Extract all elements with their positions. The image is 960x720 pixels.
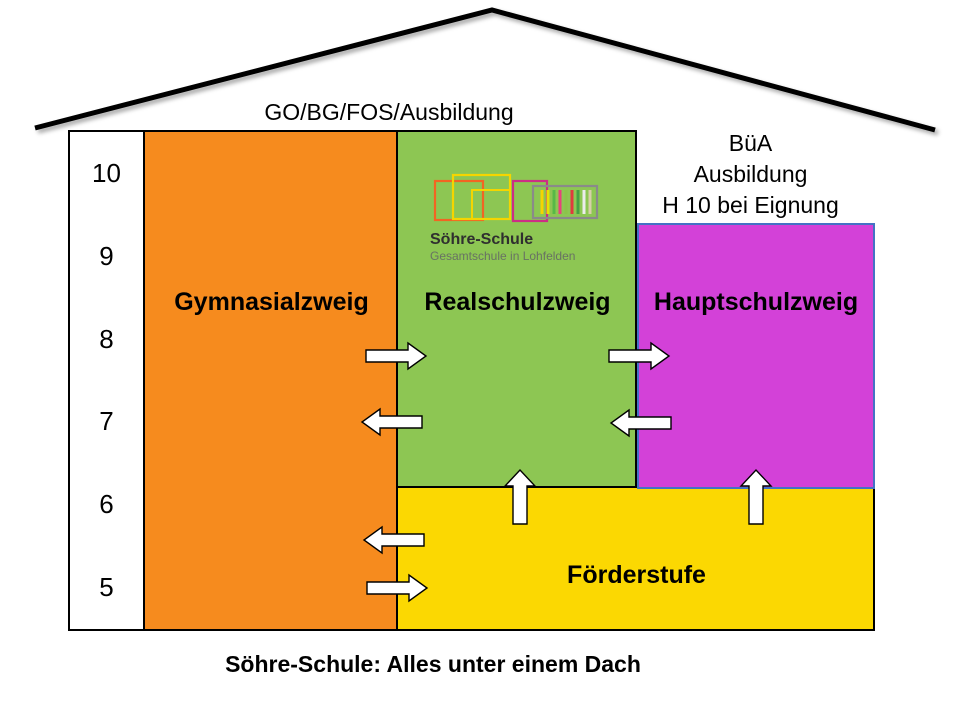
foerderstufe-block <box>398 488 875 631</box>
grade-10: 10 <box>92 157 121 188</box>
roof-label-go-bg-fos: GO/BG/FOS/Ausbildung <box>264 99 514 125</box>
grade-9: 9 <box>99 240 114 271</box>
roof-label-buea-line2: Ausbildung <box>693 161 808 187</box>
grade-6: 6 <box>99 489 114 520</box>
soehre-logo-icon <box>433 173 599 223</box>
slide-caption: Söhre-Schule: Alles unter einem Dach <box>225 651 641 677</box>
grade-scale-column: 10 9 8 7 6 5 <box>68 130 145 631</box>
logo-title: Söhre-Schule <box>430 231 534 248</box>
gymnasialzweig-label: Gymnasialzweig <box>174 288 369 316</box>
roof-label-buea-line1: BüA <box>728 130 773 156</box>
grade-8: 8 <box>99 323 114 354</box>
roof-label-buea: BüA Ausbildung H 10 bei Eignung <box>618 128 883 221</box>
foerderstufe-label: Förderstufe <box>567 561 706 589</box>
grade-7: 7 <box>99 406 114 437</box>
grade-5: 5 <box>99 572 114 603</box>
hauptschulzweig-block <box>637 223 875 489</box>
logo-subtitle: Gesamtschule in Lohfelden <box>430 249 576 263</box>
gymnasialzweig-block <box>145 130 398 631</box>
hauptschulzweig-label: Hauptschulzweig <box>653 288 859 316</box>
soehre-schule-logo: Söhre-Schule Gesamtschule in Lohfelden <box>430 173 610 263</box>
roof-label-buea-line3: H 10 bei Eignung <box>662 192 839 218</box>
realschulzweig-label: Realschulzweig <box>424 288 611 316</box>
